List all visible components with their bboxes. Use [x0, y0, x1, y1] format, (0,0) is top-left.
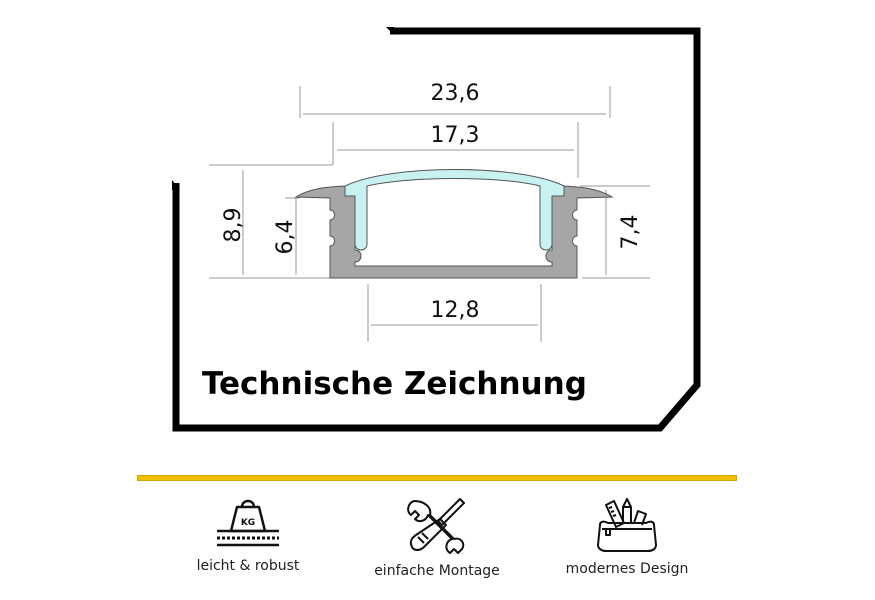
feature-light-robust: KG leicht & robust: [158, 495, 338, 574]
feature-modern-design: modernes Design: [537, 495, 717, 577]
dim-total-height: 8,9: [221, 208, 246, 243]
drawing-title: Technische Zeichnung: [202, 366, 587, 402]
dim-profile-height: 7,4: [618, 215, 643, 250]
pencil-case-icon: [597, 498, 657, 552]
dim-inner-height: 6,4: [273, 220, 298, 255]
wrench-screwdriver-icon: [407, 498, 465, 554]
accent-divider: [137, 475, 737, 481]
feature-label: modernes Design: [565, 561, 689, 577]
weight-kg-icon: KG: [217, 499, 279, 547]
dim-cover-width: 17,3: [431, 123, 480, 148]
feature-easy-mounting: einfache Montage: [347, 495, 527, 579]
dim-inner-width: 12,8: [431, 298, 480, 323]
dimension-lines: [209, 86, 650, 342]
aluminium-profile: [294, 185, 614, 279]
svg-text:KG: KG: [241, 518, 255, 528]
diffuser-cover: [344, 169, 565, 251]
drawing-frame: [172, 27, 701, 432]
feature-label: leicht & robust: [196, 558, 300, 574]
technical-drawing: 23,6 17,3 12,8 8,9 6,4 7,4: [172, 27, 701, 432]
dim-overall-width: 23,6: [431, 81, 480, 106]
feature-label: einfache Montage: [374, 563, 500, 579]
